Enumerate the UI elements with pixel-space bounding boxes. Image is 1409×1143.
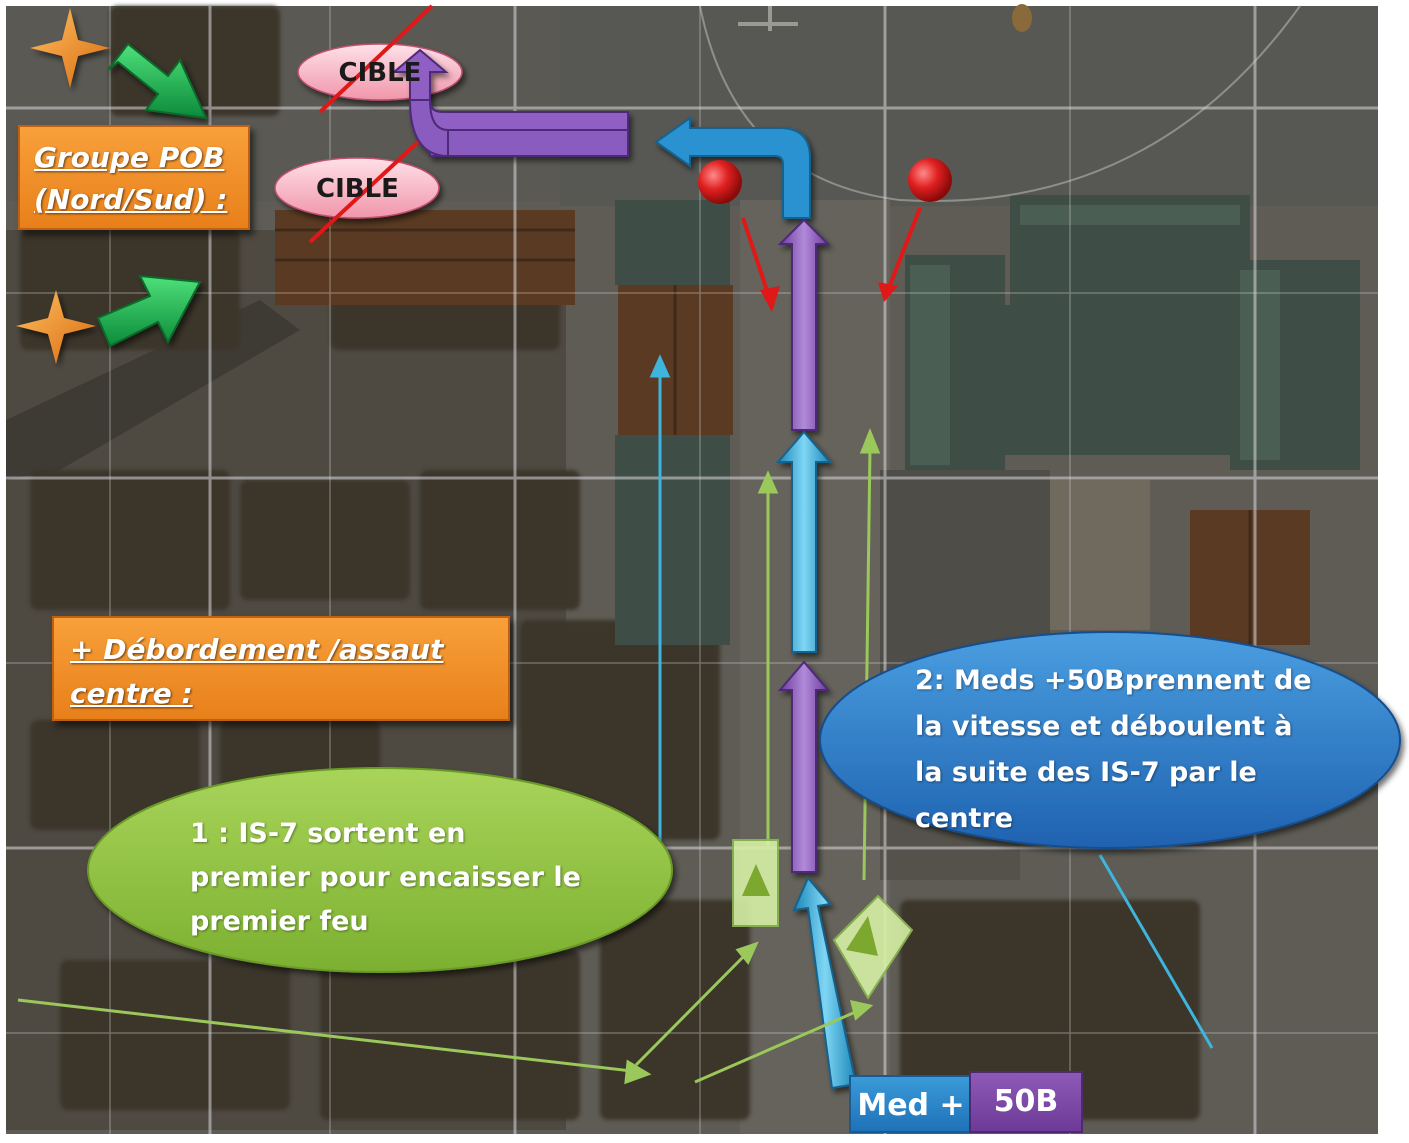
unit-tag-50b: 50B — [969, 1071, 1083, 1133]
note-1-text: 1 : IS-7 sortent en premier pour encaiss… — [190, 818, 581, 937]
enemy-marker — [878, 158, 952, 302]
tank-marker — [732, 839, 779, 927]
unit-tag-med: Med + — [849, 1075, 971, 1133]
terrain — [6, 4, 1378, 1134]
cible-label-top: CIBLE — [338, 58, 422, 88]
entry-arrow-south — [96, 274, 202, 348]
purple-route-center — [777, 218, 831, 431]
cyan-route-center — [775, 430, 833, 653]
thin-cyan-line — [649, 354, 1214, 1049]
purple-route-lower — [777, 660, 831, 873]
debordement-label: + Débordement /assaut centre : — [52, 616, 510, 721]
cyan-route-lower — [792, 876, 858, 1090]
cyan-route-top — [654, 116, 811, 219]
groupe-pob-label: Groupe POB (Nord/Sud) : — [18, 125, 250, 230]
star-icon — [30, 8, 110, 88]
thin-green-line — [17, 427, 881, 1085]
entry-arrow-north — [107, 42, 208, 120]
purple-route-top — [391, 48, 629, 158]
enemy-marker — [698, 160, 780, 312]
note-2-ellipse — [819, 631, 1401, 849]
star-icon — [16, 290, 96, 364]
note-2-text: 2: Meds +50Bprennent de la vitesse et dé… — [915, 665, 1312, 834]
note-1-ellipse — [87, 767, 673, 973]
cible-marker-mid — [274, 157, 440, 219]
cible-label-mid: CIBLE — [316, 174, 399, 204]
strike-line — [308, 4, 434, 244]
tank-marker — [832, 894, 914, 1000]
